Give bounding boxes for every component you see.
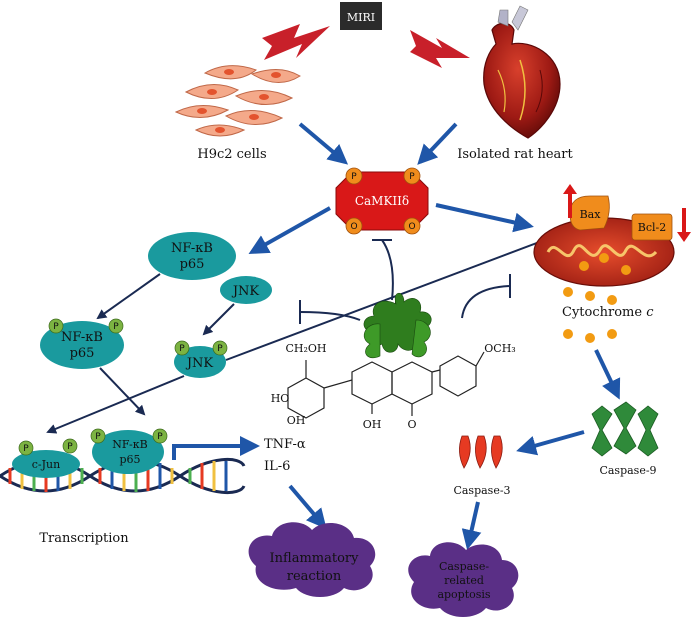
inflammation-cloud: Inflammatory reaction bbox=[248, 522, 376, 597]
svg-text:NF-κB: NF-κB bbox=[171, 241, 213, 256]
svg-text:O: O bbox=[350, 222, 357, 232]
svg-text:Bcl-2: Bcl-2 bbox=[638, 221, 666, 234]
arrow-pjnk-to-cjun bbox=[46, 375, 185, 434]
bcl2-down-arrow-icon bbox=[677, 208, 691, 242]
molecule-structure bbox=[287, 351, 485, 419]
bcl2-node: Bcl-2 bbox=[631, 213, 673, 241]
lightning-left-icon bbox=[262, 24, 330, 60]
camkii-node: CaMKIIδ P P O O bbox=[335, 167, 429, 235]
svg-text:P: P bbox=[113, 322, 119, 332]
caspase9-icon bbox=[591, 401, 659, 457]
arrow-pnfkb-to-nuclear bbox=[99, 367, 146, 416]
cells-label: H9c2 cells bbox=[197, 147, 266, 162]
svg-text:Caspase-: Caspase- bbox=[439, 560, 489, 573]
transcription-label: Transcription bbox=[39, 531, 129, 546]
inhibition-jnk bbox=[299, 300, 361, 324]
miri-label: MIRI bbox=[347, 11, 375, 24]
molecule-ch2oh: CH₂OH bbox=[285, 342, 326, 355]
heart-label: Isolated rat heart bbox=[457, 147, 573, 162]
arrow-camkii-to-mito bbox=[435, 203, 534, 233]
arrow-nucleus-to-cytokines bbox=[172, 436, 260, 460]
svg-text:c-Jun: c-Jun bbox=[32, 458, 60, 471]
svg-text:JNK: JNK bbox=[185, 356, 214, 371]
svg-text:P: P bbox=[95, 432, 101, 442]
jnk-node: JNK bbox=[220, 276, 272, 304]
cytochrome-dots bbox=[563, 253, 631, 343]
miri-box: MIRI bbox=[340, 2, 382, 30]
plant-icon bbox=[363, 292, 432, 359]
inhibition-camkii bbox=[372, 239, 394, 301]
arrow-jnk-to-bax bbox=[225, 224, 584, 361]
camkii-phospho-right: P bbox=[403, 167, 421, 185]
caspase9-label: Caspase-9 bbox=[599, 464, 656, 477]
molecule-och3: OCH₃ bbox=[484, 342, 515, 355]
arrow-camkii-to-nfkb bbox=[248, 206, 331, 254]
svg-text:p65: p65 bbox=[70, 346, 95, 361]
svg-text:P: P bbox=[53, 322, 59, 332]
svg-text:P: P bbox=[217, 344, 223, 354]
cytochrome-label: Cytochrome c bbox=[562, 305, 654, 320]
arrow-casp3-to-apoptosis bbox=[461, 501, 482, 550]
svg-text:NF-κB: NF-κB bbox=[112, 438, 147, 451]
molecule-oh-sugar: OH bbox=[287, 414, 306, 427]
svg-text:P: P bbox=[157, 432, 163, 442]
svg-text:NF-κB: NF-κB bbox=[61, 330, 103, 345]
svg-text:P: P bbox=[67, 442, 73, 452]
bax-node: Bax bbox=[569, 195, 610, 231]
apoptosis-cloud: Caspase- related apoptosis bbox=[408, 542, 519, 617]
svg-text:P: P bbox=[409, 172, 415, 182]
caspase3-label: Caspase-3 bbox=[453, 484, 510, 497]
svg-text:p65: p65 bbox=[119, 453, 140, 466]
camkii-oxid-left: O bbox=[345, 217, 363, 235]
nfkb-node: NF-κB p65 bbox=[148, 232, 236, 280]
arrow-casp9-to-casp3 bbox=[516, 430, 585, 456]
heart-icon bbox=[483, 5, 561, 139]
inhibition-mito bbox=[461, 274, 511, 319]
cell-nuclei bbox=[197, 69, 281, 133]
camkii-phospho-left: P bbox=[345, 167, 363, 185]
arrow-cytokines-to-inflammation bbox=[288, 484, 327, 530]
arrow-cells-to-camkii bbox=[298, 122, 349, 165]
bax-up-arrow-icon bbox=[563, 184, 577, 218]
svg-text:O: O bbox=[408, 222, 415, 232]
svg-text:Bax: Bax bbox=[580, 208, 602, 221]
arrow-nfkb-to-pnfkb bbox=[96, 273, 161, 320]
svg-text:reaction: reaction bbox=[287, 569, 342, 584]
camkii-label: CaMKIIδ bbox=[355, 194, 409, 208]
arrow-heart-to-camkii bbox=[417, 122, 458, 165]
arrow-jnk-to-pjnk bbox=[202, 303, 235, 336]
lightning-right-icon bbox=[410, 30, 470, 68]
nuclear-nfkb-node: NF-κB p65 P P bbox=[90, 428, 168, 474]
caspase3-icon bbox=[459, 435, 503, 469]
jnk-phospho-node: JNK P P bbox=[174, 340, 228, 378]
arrow-cyt-to-casp9 bbox=[594, 349, 621, 400]
svg-text:apoptosis: apoptosis bbox=[437, 588, 490, 601]
nfkb-phospho-node: NF-κB p65 P P bbox=[40, 318, 124, 369]
cytokine-il6: IL-6 bbox=[264, 459, 290, 474]
cytokine-tnf: TNF-α bbox=[264, 437, 306, 452]
cjun-node: c-Jun P P bbox=[12, 438, 80, 478]
svg-text:p65: p65 bbox=[180, 257, 205, 272]
molecule-o-bottom: O bbox=[407, 418, 416, 431]
svg-text:P: P bbox=[351, 172, 357, 182]
molecule-ho-sugar: HO bbox=[271, 392, 290, 405]
svg-text:related: related bbox=[444, 574, 484, 587]
svg-text:P: P bbox=[23, 444, 29, 454]
svg-text:P: P bbox=[179, 344, 185, 354]
svg-text:Inflammatory: Inflammatory bbox=[270, 551, 360, 566]
camkii-oxid-right: O bbox=[403, 217, 421, 235]
svg-text:JNK: JNK bbox=[231, 284, 260, 299]
molecule-oh-bottom: OH bbox=[363, 418, 382, 431]
cells-icon bbox=[174, 65, 301, 137]
